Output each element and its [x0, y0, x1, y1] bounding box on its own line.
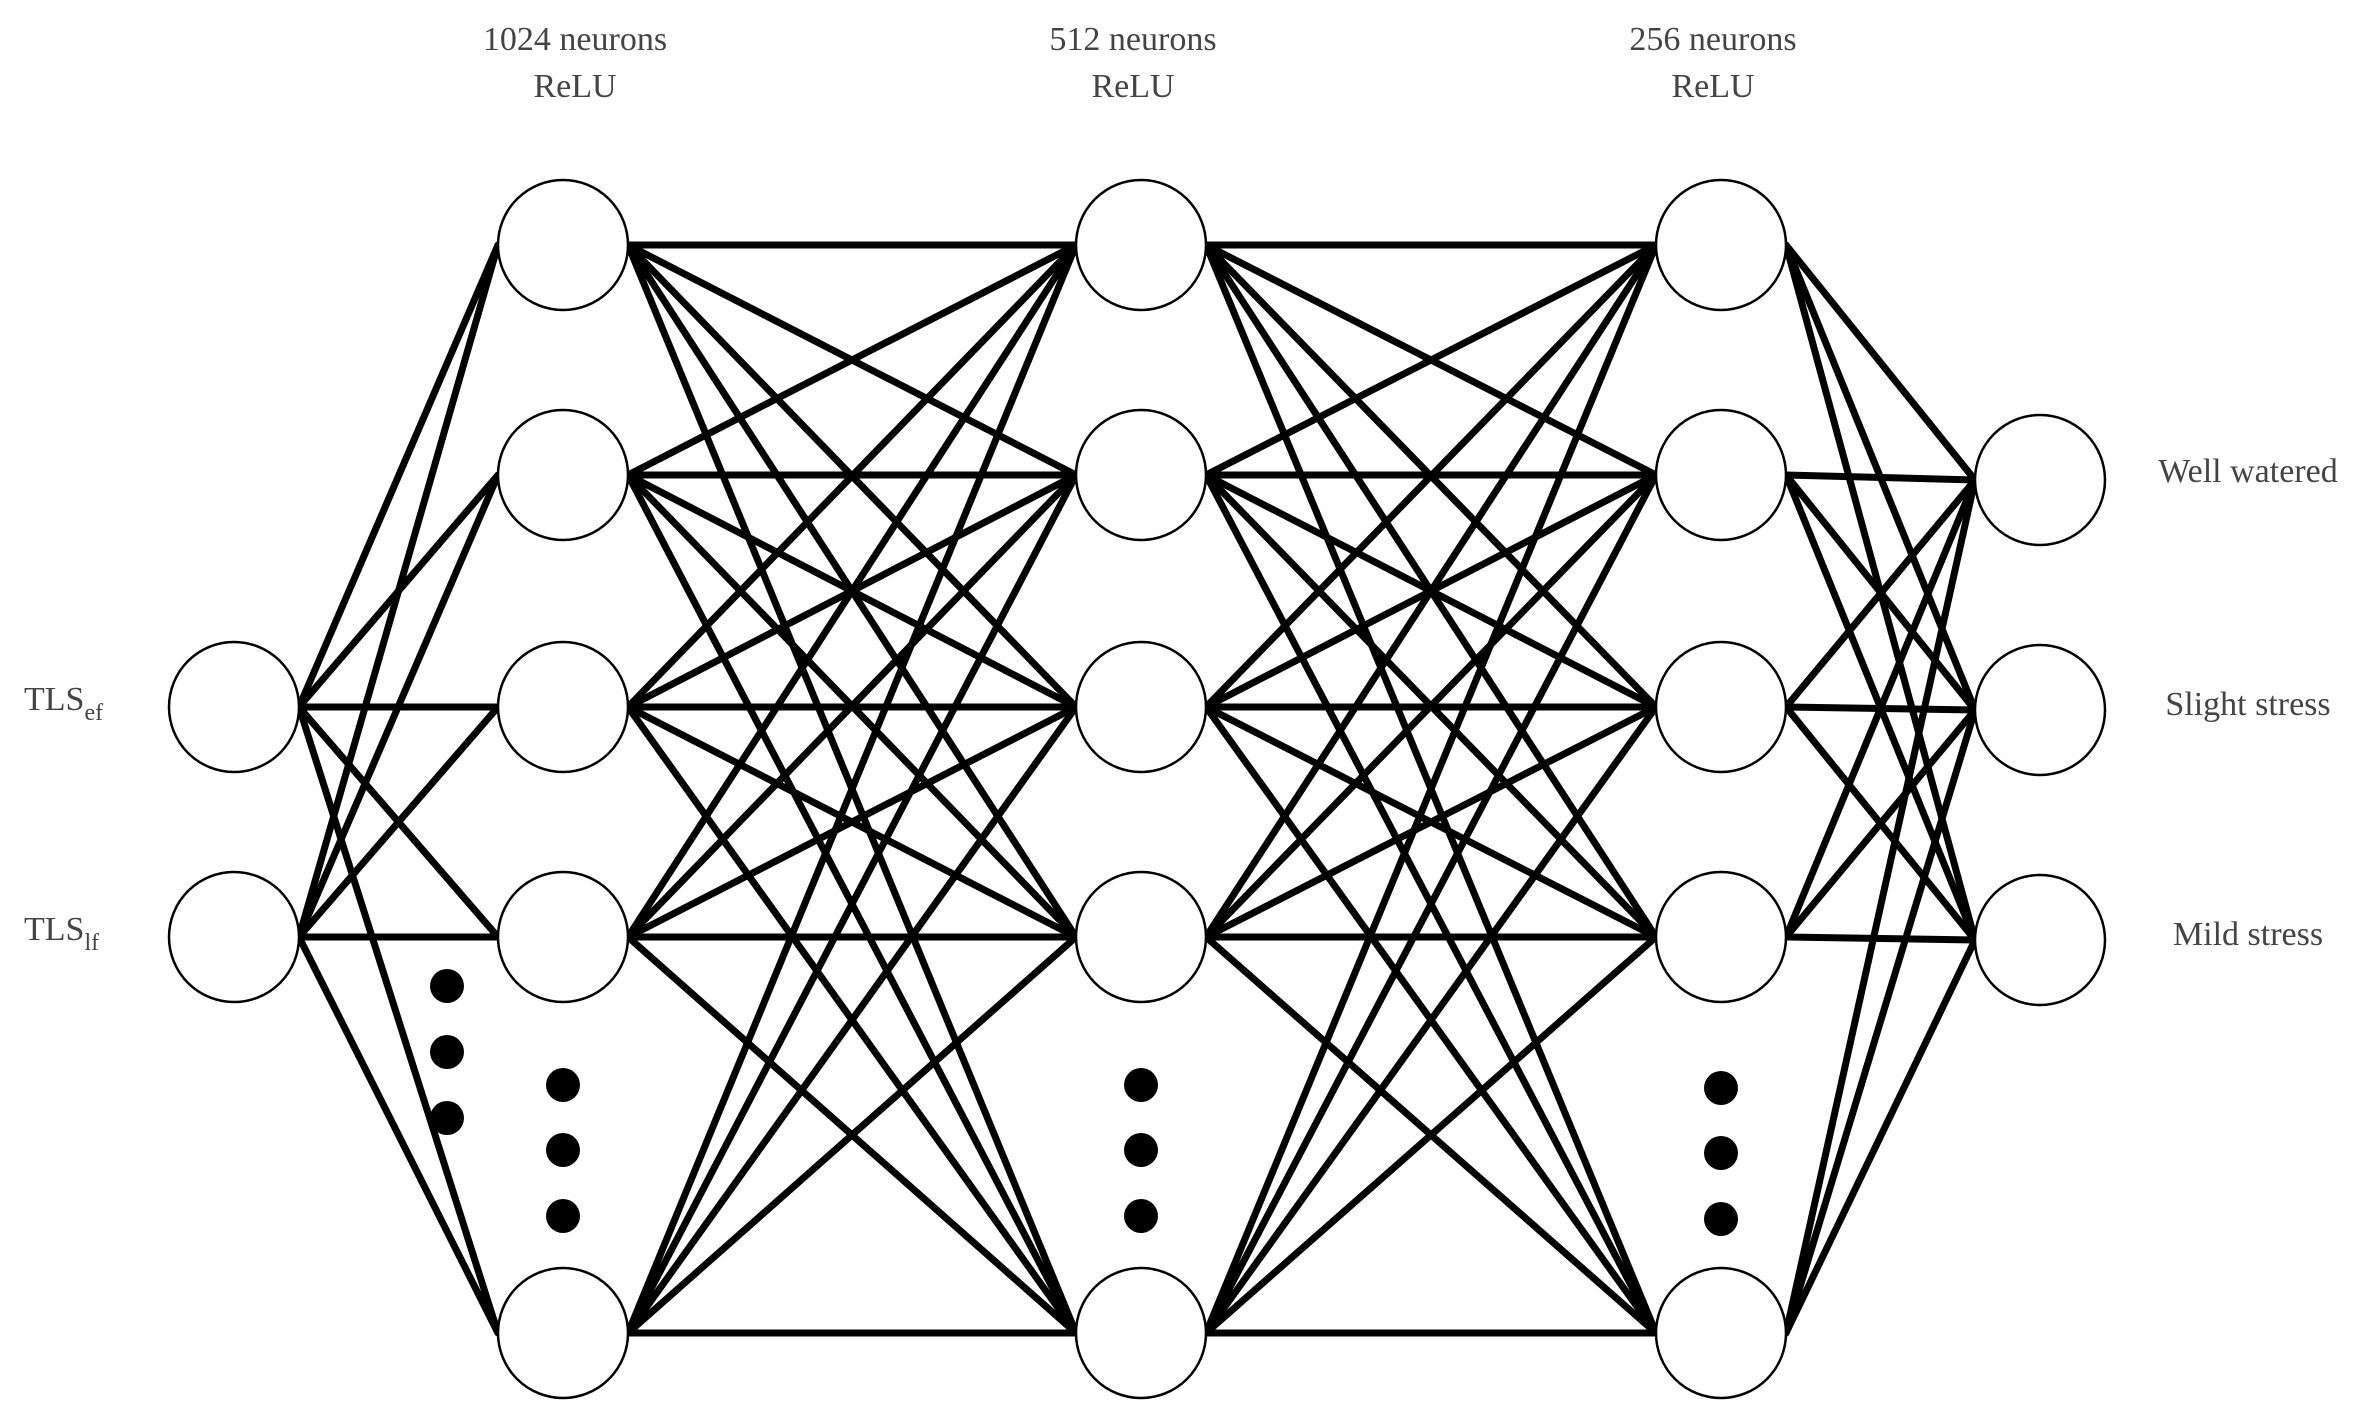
hidden3-neuron — [1654, 1266, 1788, 1400]
output-label-well-watered: Well watered — [2158, 453, 2337, 490]
connection-edge — [1782, 476, 1979, 941]
connection-edge — [1782, 471, 1979, 484]
output-label-mild-stress: Mild stress — [2173, 916, 2323, 953]
hidden2-neuron — [1074, 1266, 1208, 1400]
input-label-tls-lf: TLSlf — [24, 911, 99, 956]
connection-edge — [624, 703, 1080, 1337]
connection-edge — [1782, 706, 1979, 941]
hidden1-ellipsis-dot — [546, 1133, 580, 1167]
connection-edge — [624, 241, 1080, 941]
connection-edge — [1782, 936, 1979, 1337]
output-neuron — [1973, 873, 2107, 1007]
ellipsis-dots — [430, 969, 1738, 1236]
connection-edge — [1782, 933, 1979, 944]
hidden1-ellipsis-dot — [546, 1068, 580, 1102]
connection-edge — [1782, 476, 1979, 711]
hidden3-neuron — [1654, 870, 1788, 1004]
neurons — [167, 178, 2107, 1400]
connection-edge — [1202, 241, 1660, 941]
hidden2-neurons-label: 512 neurons — [1049, 21, 1216, 58]
connection-edge — [295, 703, 502, 941]
output-neuron — [1973, 413, 2107, 547]
connection-edge — [624, 933, 1080, 1337]
connection-edge — [295, 471, 502, 941]
connection-edge — [1202, 241, 1660, 479]
connection-edge — [295, 241, 502, 941]
connection-edge — [295, 933, 502, 1337]
connection-edge — [1202, 471, 1660, 941]
hidden3-neurons-label: 256 neurons — [1629, 21, 1796, 58]
input-label-main: TLS — [24, 681, 84, 718]
hidden2-neuron — [1074, 640, 1208, 774]
hidden1-neuron — [496, 408, 630, 542]
connection-edge — [295, 241, 502, 711]
hidden1-neuron — [496, 1266, 630, 1400]
connection-edge — [1202, 471, 1660, 1337]
connection-edge — [1782, 706, 1979, 1337]
connection-edge — [624, 241, 1080, 479]
hidden3-ellipsis-dot — [1704, 1202, 1738, 1236]
connection-edge — [1202, 241, 1660, 711]
connection-edge — [624, 241, 1080, 711]
hidden2-neuron — [1074, 178, 1208, 312]
hidden3-ellipsis-dot — [1704, 1136, 1738, 1170]
hidden3-neuron — [1654, 178, 1788, 312]
connection-edge — [1782, 476, 1979, 1337]
input-ellipsis-dot — [430, 969, 464, 1003]
connections — [295, 241, 1979, 1337]
hidden2-ellipsis-dot — [1124, 1199, 1158, 1233]
hidden1-ellipsis-dot — [546, 1199, 580, 1233]
hidden2-activation-label: ReLU — [1091, 68, 1174, 105]
connection-edge — [624, 703, 1080, 941]
hidden2-neuron — [1074, 408, 1208, 542]
input-label-main: TLS — [24, 911, 84, 948]
hidden3-ellipsis-dot — [1704, 1071, 1738, 1105]
connection-edge — [624, 471, 1080, 1337]
hidden3-activation-label: ReLU — [1671, 68, 1754, 105]
input-neuron — [167, 640, 301, 774]
connection-edge — [295, 703, 502, 1337]
connection-edge — [624, 471, 1080, 941]
connection-edge — [1202, 933, 1660, 1337]
input-neuron — [167, 870, 301, 1004]
input-label-subscript: lf — [84, 930, 99, 956]
hidden1-activation-label: ReLU — [533, 68, 616, 105]
hidden1-neurons-label: 1024 neurons — [483, 21, 667, 58]
input-label-subscript: ef — [84, 700, 103, 726]
connection-edge — [1202, 241, 1660, 1337]
hidden1-neuron — [496, 178, 630, 312]
hidden1-neuron — [496, 870, 630, 1004]
hidden3-neuron — [1654, 408, 1788, 542]
input-ellipsis-dot — [430, 1101, 464, 1135]
input-ellipsis-dot — [430, 1035, 464, 1069]
connection-edge — [624, 241, 1080, 1337]
hidden2-neuron — [1074, 870, 1208, 1004]
hidden2-ellipsis-dot — [1124, 1133, 1158, 1167]
output-neuron — [1973, 643, 2107, 777]
hidden1-neuron — [496, 640, 630, 774]
hidden3-neuron — [1654, 640, 1788, 774]
connection-edge — [1782, 241, 1979, 484]
output-label-slight-stress: Slight stress — [2165, 686, 2330, 723]
hidden2-ellipsis-dot — [1124, 1068, 1158, 1102]
input-label-tls-ef: TLSef — [24, 681, 103, 726]
connection-edge — [1202, 703, 1660, 941]
connection-edge — [1202, 703, 1660, 1337]
